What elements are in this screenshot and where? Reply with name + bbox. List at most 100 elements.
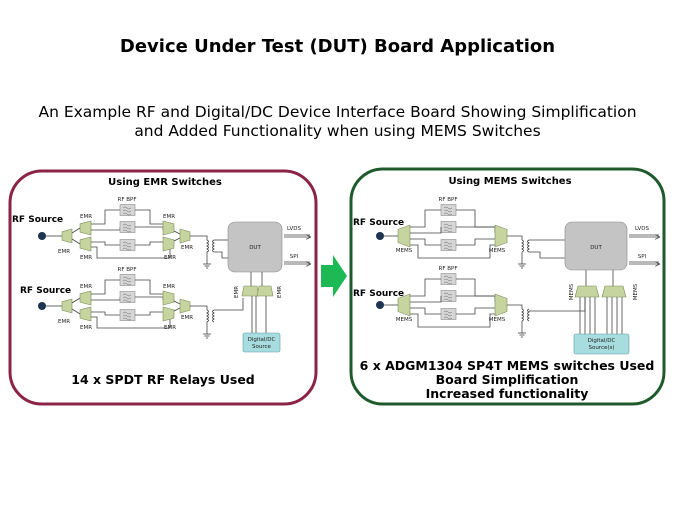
bandpass-filter-icon [119,221,136,233]
switch-icon [79,290,92,306]
filter-wave-icon [443,292,453,302]
wire [71,308,81,315]
switch-label: EMR [181,245,193,251]
switch-label: EMR [58,319,70,325]
wire [135,241,163,246]
switch-label: MEMS [633,283,639,300]
slide-title: Device Under Test (DUT) Board Applicatio… [119,36,556,57]
transformer-icon [521,239,530,253]
mems-footer-3: Increased functionality [426,386,589,401]
filter-wave-icon [443,241,453,251]
ground-icon [203,333,211,339]
switch-icon [162,290,175,306]
filter-wave-icon [443,275,453,285]
switch-label: EMR [164,255,176,261]
rf-source-icon [38,232,46,240]
switch-label: EMR [277,286,283,298]
switch-label: MEMS [396,248,413,254]
rf-source-label: RF Source [20,286,71,296]
ground-icon [518,263,526,269]
digital-dc-source-block [242,332,281,353]
filter-wave-icon [122,276,132,286]
switch-label: EMR [80,214,92,220]
wire [410,278,441,297]
wire [410,209,441,228]
filter-wave-icon [122,223,132,233]
rf-source-label: RF Source [12,215,63,225]
wire [91,241,120,246]
switch-icon [574,285,600,298]
bandpass-filter-icon [119,274,136,286]
filter-wave-icon [443,223,453,233]
wire [456,238,495,246]
wire [190,235,208,240]
bandpass-filter-icon [119,239,136,251]
wire [71,227,81,234]
wire [91,209,120,225]
dut-block [227,221,283,273]
bandpass-filter-icon [119,291,136,303]
digital-source-label: Digital/DC [588,338,616,344]
dut-block [564,221,628,271]
transformer-icon [206,239,215,253]
rf-source-label: RF Source [353,289,404,299]
emr-footer: 14 x SPDT RF Relays Used [71,372,255,387]
rf-source-label: RF Source [353,218,404,228]
switch-icon [79,236,92,252]
filter-label: RF BPF [118,267,137,273]
mems-panel-title: Using MEMS Switches [448,176,571,187]
switch-icon [162,306,175,322]
switch-icon [179,228,191,244]
mems-footer-1: 6 x ADGM1304 SP4T MEMS switches Used [360,358,655,373]
lvds-label: LVDS [635,226,649,232]
mems-footer-2: Board Simplification [436,372,579,387]
switch-icon [61,228,73,244]
wire [529,251,565,259]
emr-panel-title: Using EMR Switches [108,177,222,188]
switch-icon [162,236,175,252]
arrow-right-icon [321,255,347,297]
wire [410,313,495,328]
switch-label: MEMS [489,248,506,254]
wire [91,279,120,295]
switch-icon [79,220,92,236]
transformer-icon [521,308,530,322]
switch-label: EMR [181,315,193,321]
rf-source-icon [376,301,384,309]
digital-dc-source-block [573,333,630,355]
switch-label: EMR [164,325,176,331]
spi-label: SPI [638,254,647,260]
wire [507,304,523,309]
switch-icon [494,224,508,248]
ground-icon [518,332,526,338]
switch-label: MEMS [489,317,506,323]
bandpass-filter-icon [119,309,136,321]
switch-label: EMR [80,255,92,261]
switch-icon [397,224,411,248]
digital-source-label: Source(s) [588,345,614,351]
ground-icon [203,263,211,269]
filter-wave-icon [122,241,132,251]
wire [410,227,442,234]
switch-label: MEMS [396,317,413,323]
wire [410,307,441,315]
filter-label: RF BPF [118,197,137,203]
rf-source-icon [376,232,384,240]
digital-source-label: Digital/DC [248,337,276,343]
wire [71,297,81,304]
filter-wave-icon [122,206,132,216]
digital-source-label: Source [252,344,272,350]
filter-wave-icon [443,310,453,320]
wire [135,279,163,295]
wire [173,237,181,242]
wire [71,238,81,245]
switch-icon [494,293,508,317]
wire [173,230,181,235]
bandpass-filter-icon [440,221,457,233]
switch-icon [397,293,411,317]
rf-source-icon [38,302,46,310]
filter-label: RF BPF [439,266,458,272]
wire [173,307,181,312]
bandpass-filter-icon [440,239,457,251]
